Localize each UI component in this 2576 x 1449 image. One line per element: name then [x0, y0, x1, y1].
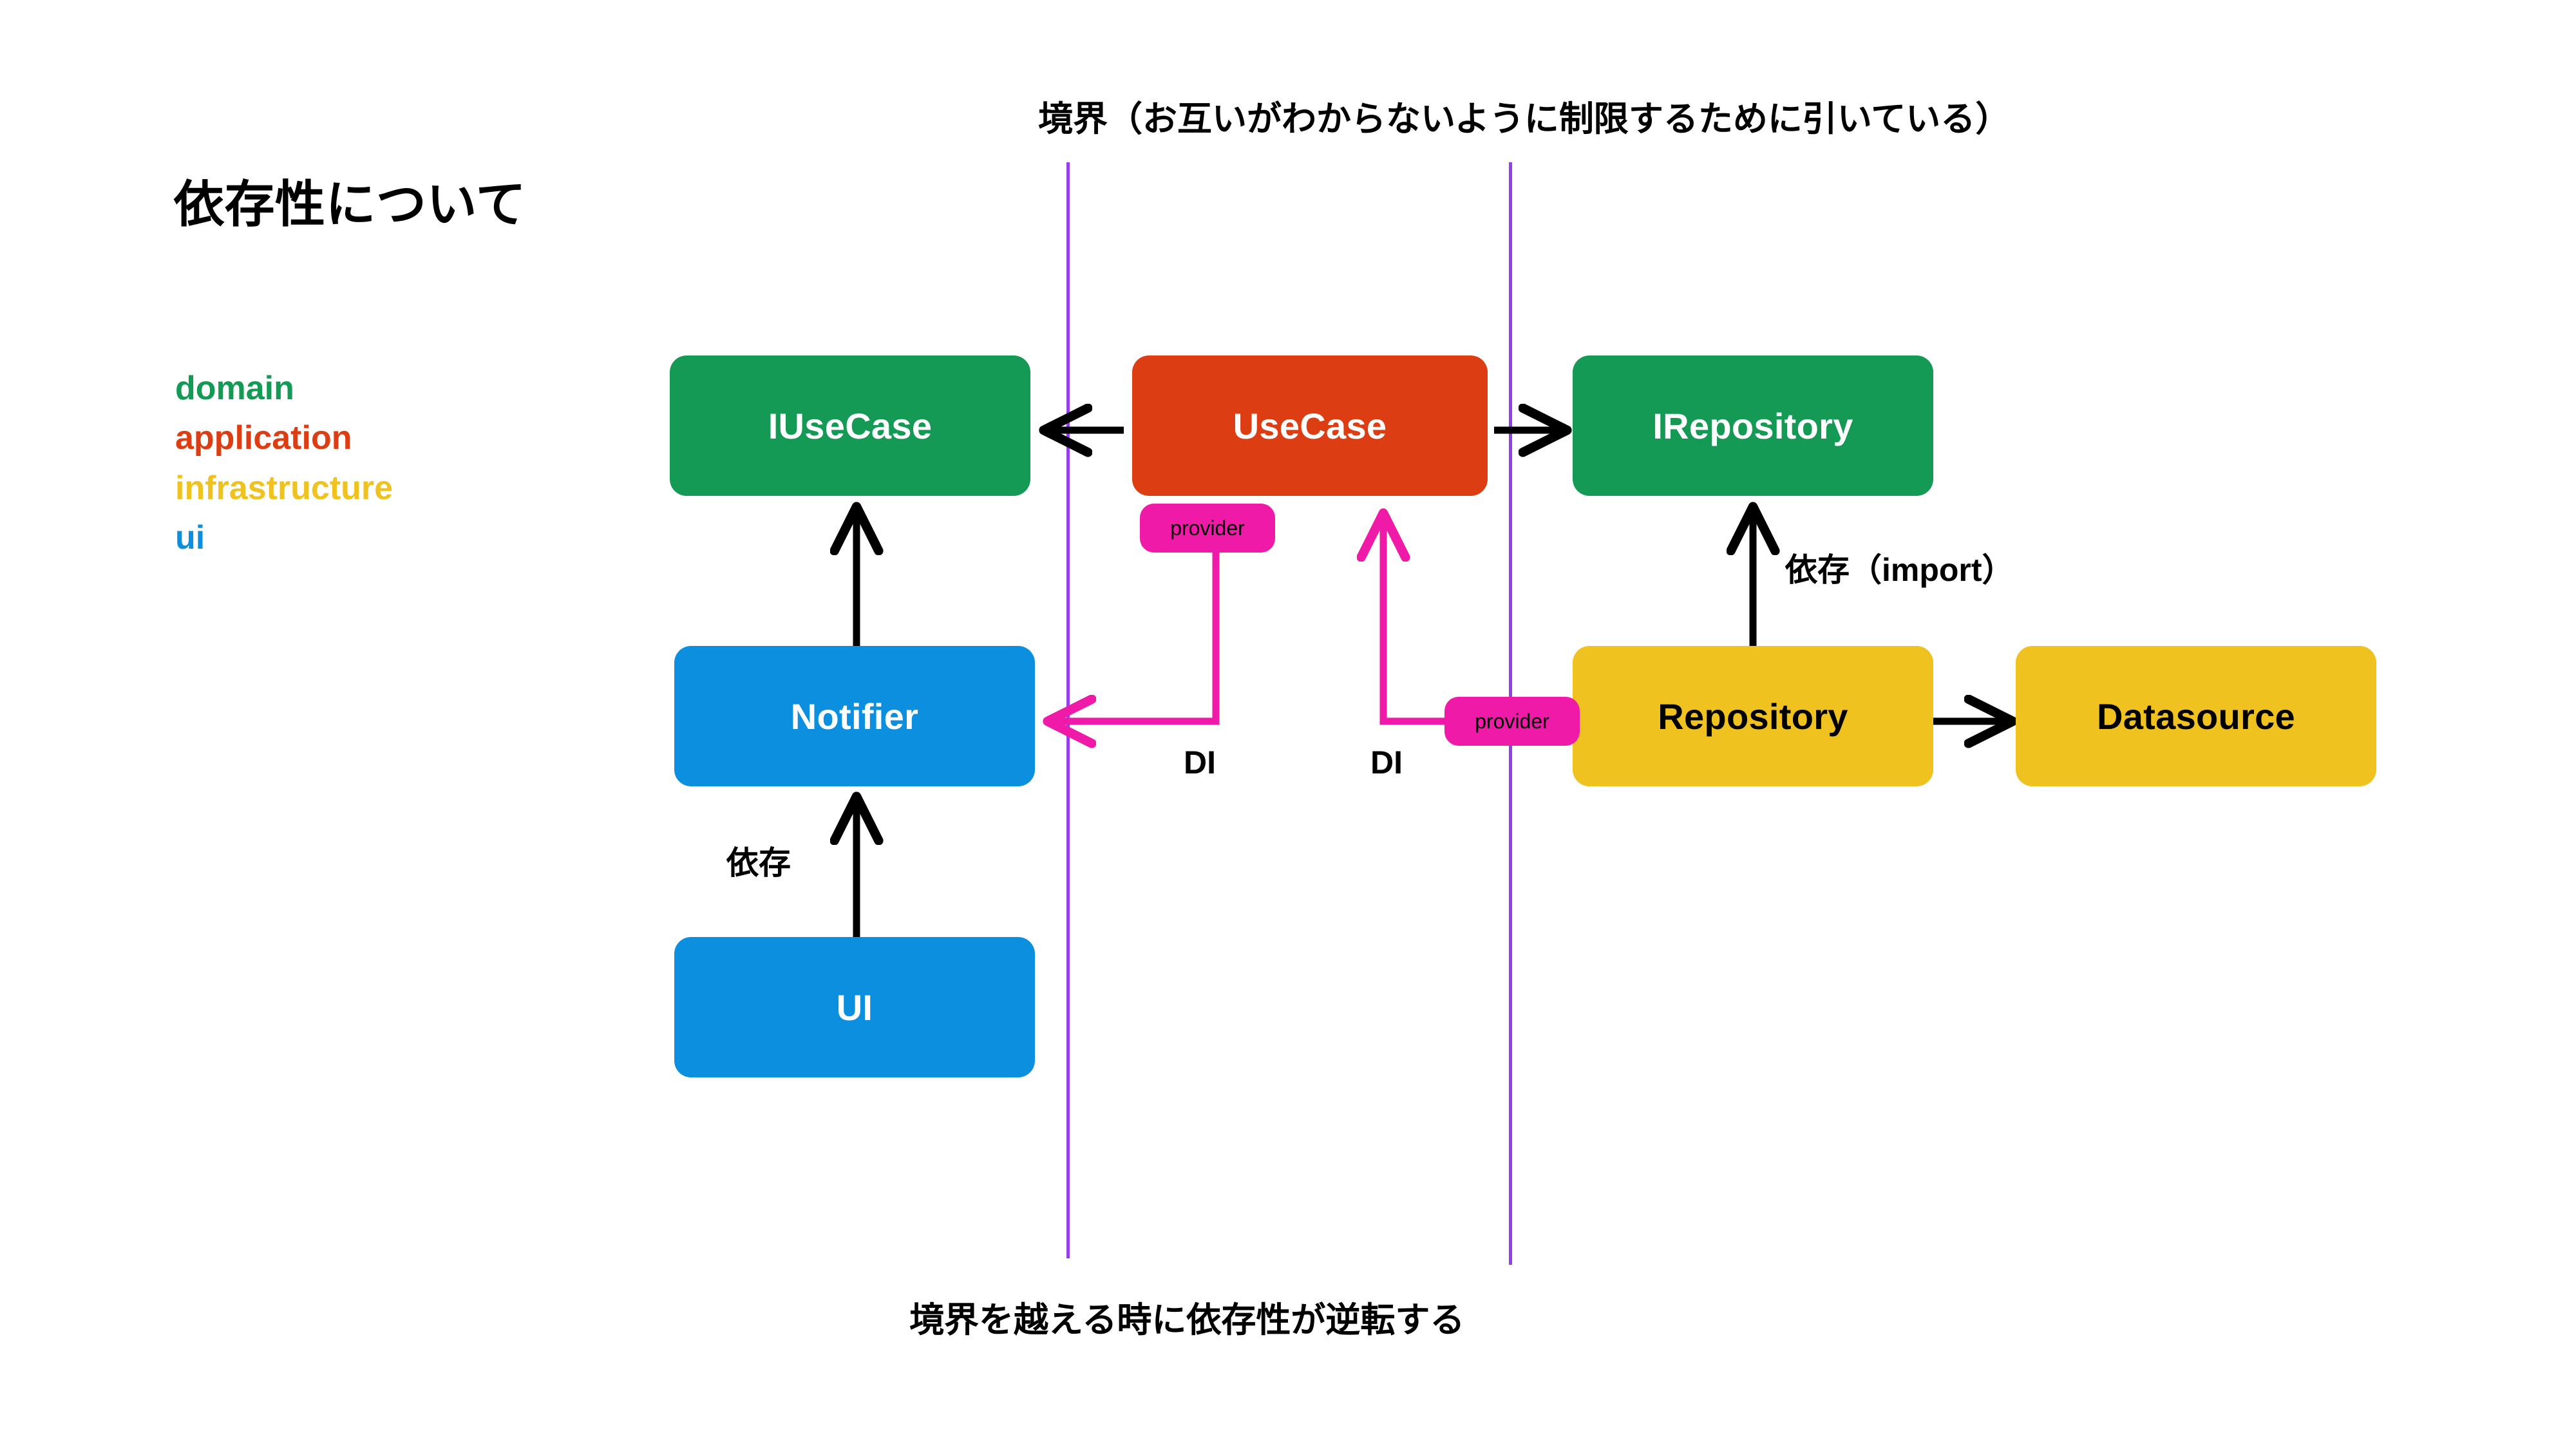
node-usecase[interactable]: UseCase	[1132, 355, 1488, 496]
node-irepository[interactable]: IRepository	[1573, 355, 1933, 496]
edge-di-provider-repository-to-usecase	[1383, 515, 1450, 725]
legend-item-infrastructure: infrastructure	[175, 469, 393, 507]
node-repository[interactable]: Repository	[1573, 646, 1933, 786]
provider-badge-repository[interactable]: provider	[1444, 697, 1580, 746]
legend-item-ui: ui	[175, 519, 205, 557]
node-datasource[interactable]: Datasource	[2016, 646, 2376, 786]
node-ui[interactable]: UI	[674, 937, 1035, 1077]
edge-di-provider-usecase-to-notifier	[1050, 551, 1220, 721]
import-edge-label: 依存（import）	[1785, 552, 2014, 588]
node-notifier-label: Notifier	[790, 696, 919, 737]
di-edge-label-right: DI	[1370, 744, 1403, 781]
layer-legend: domain application infrastructure ui	[175, 364, 393, 564]
node-repository-label: Repository	[1658, 696, 1848, 737]
node-ui-label: UI	[836, 987, 873, 1028]
node-iusecase-label: IUseCase	[768, 405, 933, 446]
node-datasource-label: Datasource	[2096, 696, 2296, 737]
page-title: 依存性について	[174, 176, 527, 232]
legend-item-domain: domain	[175, 370, 294, 407]
provider-badge-repository-label: provider	[1475, 710, 1549, 733]
node-notifier[interactable]: Notifier	[674, 646, 1035, 786]
node-usecase-label: UseCase	[1233, 405, 1387, 446]
node-irepository-label: IRepository	[1653, 405, 1853, 446]
boundary-line-left	[1066, 162, 1070, 1258]
di-edge-label-left: DI	[1184, 744, 1216, 781]
boundary-bottom-annotation: 境界を越える時に依存性が逆転する	[909, 1301, 1465, 1340]
node-iusecase[interactable]: IUseCase	[670, 355, 1030, 496]
dependency-edge-label: 依存	[726, 845, 791, 881]
legend-item-application: application	[175, 419, 352, 457]
boundary-top-annotation: 境界（お互いがわからないように制限するために引いている）	[1038, 100, 2011, 138]
provider-badge-usecase[interactable]: provider	[1140, 504, 1275, 553]
provider-badge-usecase-label: provider	[1170, 516, 1245, 540]
